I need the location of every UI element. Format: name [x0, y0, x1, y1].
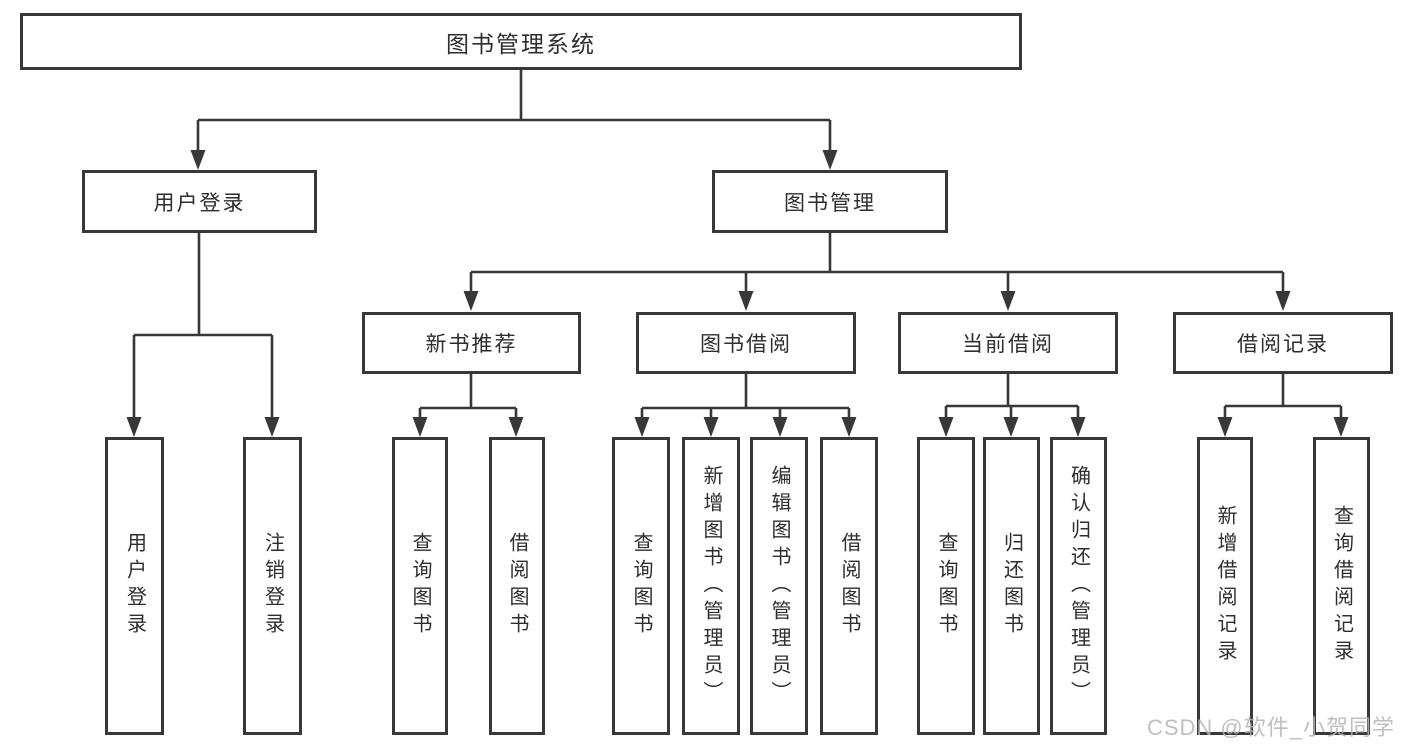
leaf-add-books-admin: 新增图书（管理员） [682, 437, 740, 735]
node-borrow-records: 借阅记录 [1173, 312, 1393, 374]
leaf-logout-label: 注销登录 [261, 532, 284, 640]
leaf-borrow-books-label: 借阅图书 [838, 532, 860, 640]
leaf-borrow-books-recommend: 借阅图书 [489, 437, 545, 735]
leaf-query-books-recommend: 查询图书 [392, 437, 448, 735]
leaf-query-books-recommend-label: 查询图书 [409, 532, 431, 640]
leaf-confirm-return-admin: 确认归还（管理员） [1050, 437, 1107, 735]
csdn-watermark: CSDN @软件_小贺同学 [1146, 715, 1395, 740]
arrowheads-root-to-level2 [190, 150, 838, 170]
node-current-borrow-label: 当前借阅 [962, 333, 1054, 356]
node-root-system: 图书管理系统 [20, 13, 1022, 70]
leaf-user-login: 用户登录 [105, 437, 164, 735]
leaf-return-books: 归还图书 [983, 437, 1040, 735]
connector-current-borrow-to-leaves [944, 374, 1080, 419]
leaf-borrow-books-recommend-label: 借阅图书 [506, 532, 528, 640]
node-current-borrow: 当前借阅 [898, 312, 1118, 374]
leaf-user-login-label: 用户登录 [123, 532, 146, 640]
arrowheads-current-borrow-to-leaves [938, 417, 1086, 437]
connector-book-borrow-to-leaves [640, 374, 851, 419]
leaf-add-borrow-record-label: 新增借阅记录 [1214, 505, 1236, 667]
leaf-edit-books-admin: 编辑图书（管理员） [750, 437, 808, 735]
leaf-query-books-current: 查询图书 [917, 437, 975, 735]
leaf-add-borrow-record: 新增借阅记录 [1197, 437, 1253, 735]
node-book-management-label: 图书管理 [784, 191, 876, 215]
node-user-login-label: 用户登录 [153, 191, 246, 215]
leaf-query-books-borrow-label: 查询图书 [630, 532, 652, 640]
node-new-book-recommend: 新书推荐 [362, 312, 581, 374]
connector-root-to-level2 [196, 70, 832, 152]
leaf-query-books-current-label: 查询图书 [935, 532, 957, 640]
leaf-edit-books-admin-label: 编辑图书（管理员） [768, 464, 790, 708]
leaf-logout: 注销登录 [243, 437, 302, 735]
leaf-borrow-books: 借阅图书 [820, 437, 878, 735]
arrowheads-borrow-records-to-leaves [1217, 417, 1349, 437]
connector-book-management-to-level3 [469, 233, 1285, 293]
connector-new-book-recommend-to-leaves [418, 374, 518, 419]
node-borrow-records-label: 借阅记录 [1237, 333, 1329, 356]
leaf-query-borrow-record-label: 查询借阅记录 [1330, 505, 1353, 667]
node-book-borrow-label: 图书借阅 [700, 333, 792, 356]
connector-borrow-records-to-leaves [1223, 374, 1343, 419]
node-root-label: 图书管理系统 [446, 30, 596, 57]
arrowheads-book-borrow-to-leaves [634, 417, 857, 437]
leaf-add-books-admin-label: 新增图书（管理员） [700, 464, 722, 708]
node-book-management: 图书管理 [712, 170, 948, 233]
leaf-query-books-borrow: 查询图书 [612, 437, 670, 735]
node-user-login: 用户登录 [82, 170, 317, 233]
leaf-confirm-return-admin-label: 确认归还（管理员） [1067, 464, 1090, 708]
arrowheads-user-login-to-leaves [126, 417, 280, 437]
node-new-book-recommend-label: 新书推荐 [425, 333, 518, 356]
node-book-borrow: 图书借阅 [636, 312, 856, 374]
leaf-return-books-label: 归还图书 [1000, 532, 1023, 640]
leaf-query-borrow-record: 查询借阅记录 [1313, 437, 1370, 735]
arrowheads-new-book-recommend-to-leaves [412, 417, 524, 437]
connector-user-login-to-leaves [132, 233, 274, 419]
arrowheads-book-management-to-level3 [463, 291, 1291, 311]
